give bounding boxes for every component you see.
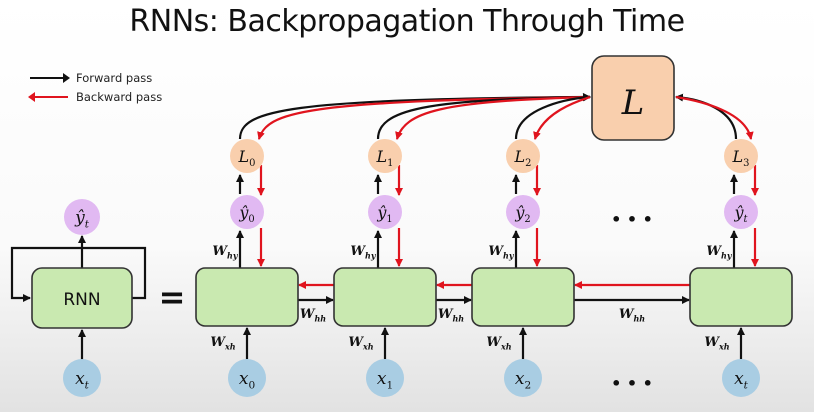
legend-forward: Forward pass xyxy=(30,68,162,87)
wxh-label-0: Wxh xyxy=(210,335,235,351)
folded-recurrence-arrow xyxy=(10,246,147,302)
legend-backward: Backward pass xyxy=(28,87,163,106)
output-node-1 xyxy=(368,195,402,229)
output-label-0: ŷ0 xyxy=(238,203,254,225)
legend-forward-label: Forward pass xyxy=(76,70,153,85)
why-label-3: Why xyxy=(706,244,732,260)
input-label-2: x2 xyxy=(515,369,531,391)
loss-node-3 xyxy=(724,139,758,173)
total-to-loss-back-arrow-2 xyxy=(533,95,591,140)
output-node-0 xyxy=(230,195,264,229)
output-node-3 xyxy=(724,195,758,229)
input-node-1 xyxy=(366,359,404,397)
output-label-3: ŷt xyxy=(733,203,747,225)
input-label-3: xt xyxy=(734,369,749,391)
folded-rnn-label: RNN xyxy=(63,290,100,310)
whh-label-0: Whh xyxy=(300,307,326,323)
whh-label-1: Whh xyxy=(438,307,464,323)
page-title: RNNs: Backpropagation Through Time xyxy=(129,4,685,39)
rnn-cell-2 xyxy=(471,267,575,327)
forward-arrow-icon xyxy=(30,72,70,83)
why-label-1: Why xyxy=(350,244,376,260)
why-label-2: Why xyxy=(488,244,514,260)
rnn-cell-3 xyxy=(689,267,793,327)
backward-arrow-icon xyxy=(28,91,68,102)
output-label-1: ŷ1 xyxy=(376,203,392,225)
input-node-0 xyxy=(228,359,266,397)
equals-sign: = xyxy=(159,278,186,316)
wxh-label-2: Wxh xyxy=(486,335,511,351)
output-node-2 xyxy=(506,195,540,229)
edges xyxy=(10,93,759,362)
rnn-cell-1 xyxy=(333,267,437,327)
loss-to-total-arrow-2 xyxy=(514,93,591,140)
output-label-2: ŷ2 xyxy=(514,203,530,225)
nodes xyxy=(31,55,793,397)
loss-label-3: L3 xyxy=(732,147,750,169)
folded-output-node xyxy=(64,199,100,235)
total-loss-label: L xyxy=(621,83,645,123)
loss-label-2: L2 xyxy=(514,147,532,169)
whh-label-2: Whh xyxy=(619,307,645,323)
folded-input-node xyxy=(63,359,101,397)
total-to-loss-back-arrow-1 xyxy=(395,95,591,140)
total-to-loss-back-arrow-0 xyxy=(257,95,591,140)
loss-node-1 xyxy=(368,139,402,173)
input-node-3 xyxy=(722,359,760,397)
folded-input-label: xt xyxy=(75,369,90,391)
legend-backward-label: Backward pass xyxy=(76,89,163,104)
folded-output-label: ŷt xyxy=(74,208,90,230)
loss-label-1: L1 xyxy=(376,147,394,169)
rnn-cell-0 xyxy=(195,267,299,327)
wxh-label-3: Wxh xyxy=(704,335,729,351)
why-label-0: Why xyxy=(212,244,238,260)
folded-rnn-cell xyxy=(31,267,133,329)
loss-node-2 xyxy=(506,139,540,173)
loss-label-0: L0 xyxy=(238,147,256,169)
input-label-1: x1 xyxy=(377,369,393,391)
input-label-0: x0 xyxy=(239,369,255,391)
ellipsis-top: • • • xyxy=(611,210,653,229)
ellipsis-bottom: • • • xyxy=(611,374,653,393)
loss-node-0 xyxy=(230,139,264,173)
total-to-loss-back-arrow-3 xyxy=(675,95,754,140)
input-node-2 xyxy=(504,359,542,397)
legend: Forward pass Backward pass xyxy=(28,68,163,106)
total-loss-box xyxy=(591,55,675,141)
wxh-label-1: Wxh xyxy=(348,335,373,351)
